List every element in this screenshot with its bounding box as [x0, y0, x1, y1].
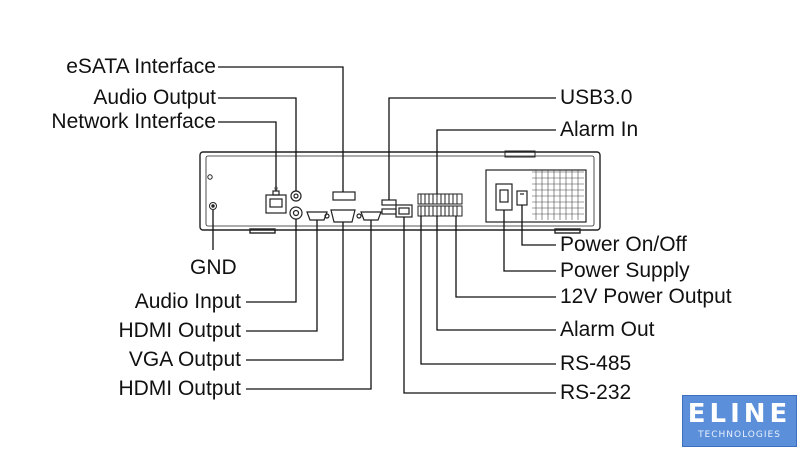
leader-esata	[218, 66, 344, 192]
leader-lines	[212, 66, 556, 394]
leader-power-onoff	[521, 205, 556, 246]
vga-port	[324, 209, 362, 223]
chassis-inner	[205, 155, 595, 227]
leader-hdmi-2	[246, 220, 372, 390]
label-rs485: RS-485	[560, 352, 632, 375]
psu-vent-grid	[532, 170, 584, 220]
leader-network	[218, 121, 277, 191]
esata-port	[332, 191, 356, 201]
audio-connectors	[289, 190, 303, 220]
leader-power-supply	[503, 210, 556, 272]
leader-usb3	[388, 97, 556, 200]
leader-hdmi-1	[246, 220, 318, 332]
label-audio-input: Audio Input	[134, 290, 241, 313]
foot-left	[249, 228, 276, 234]
logo-sub-text: TECHNOLOGIES	[698, 430, 781, 440]
label-esata-interface: eSATA Interface	[66, 55, 216, 78]
label-hdmi-output-2: HDMI Output	[118, 377, 241, 400]
power-switch	[516, 190, 528, 206]
label-gnd: GND	[190, 256, 237, 279]
label-network-interface: Network Interface	[51, 110, 216, 133]
leader-audio-output	[218, 97, 297, 191]
chassis-outline	[199, 151, 601, 231]
leader-rs485	[420, 216, 556, 365]
label-alarm-out: Alarm Out	[560, 318, 655, 341]
eline-logo: ELINE TECHNOLOGIES	[682, 395, 797, 447]
alarm-terminal-block	[417, 193, 463, 217]
label-vga-output: VGA Output	[128, 348, 241, 371]
hdmi-port-2	[360, 211, 382, 221]
rs232-port	[395, 204, 413, 218]
label-alarm-in: Alarm In	[560, 118, 639, 141]
logo-main-text: ELINE	[687, 399, 792, 429]
hdmi-port-1	[306, 211, 328, 221]
usb3-port	[381, 199, 397, 215]
leader-rs232	[403, 217, 556, 394]
label-usb3: USB3.0	[560, 86, 633, 109]
gnd-screw	[207, 174, 217, 210]
label-rs232: RS-232	[560, 381, 632, 404]
label-power-supply: Power Supply	[560, 259, 690, 282]
leader-12v	[455, 216, 556, 298]
leader-alarm-out	[436, 216, 556, 331]
label-power-onoff: Power On/Off	[560, 233, 687, 256]
foot-right	[554, 228, 581, 234]
power-inlet	[495, 183, 513, 211]
label-audio-output: Audio Output	[93, 86, 216, 109]
leader-audio-input	[246, 219, 297, 303]
label-hdmi-output-1: HDMI Output	[118, 319, 241, 342]
top-tab	[504, 150, 536, 158]
device-chassis	[199, 150, 601, 234]
label-12v-power-output: 12V Power Output	[560, 285, 732, 308]
leader-vga	[246, 222, 344, 361]
leader-alarm-in	[436, 129, 556, 194]
